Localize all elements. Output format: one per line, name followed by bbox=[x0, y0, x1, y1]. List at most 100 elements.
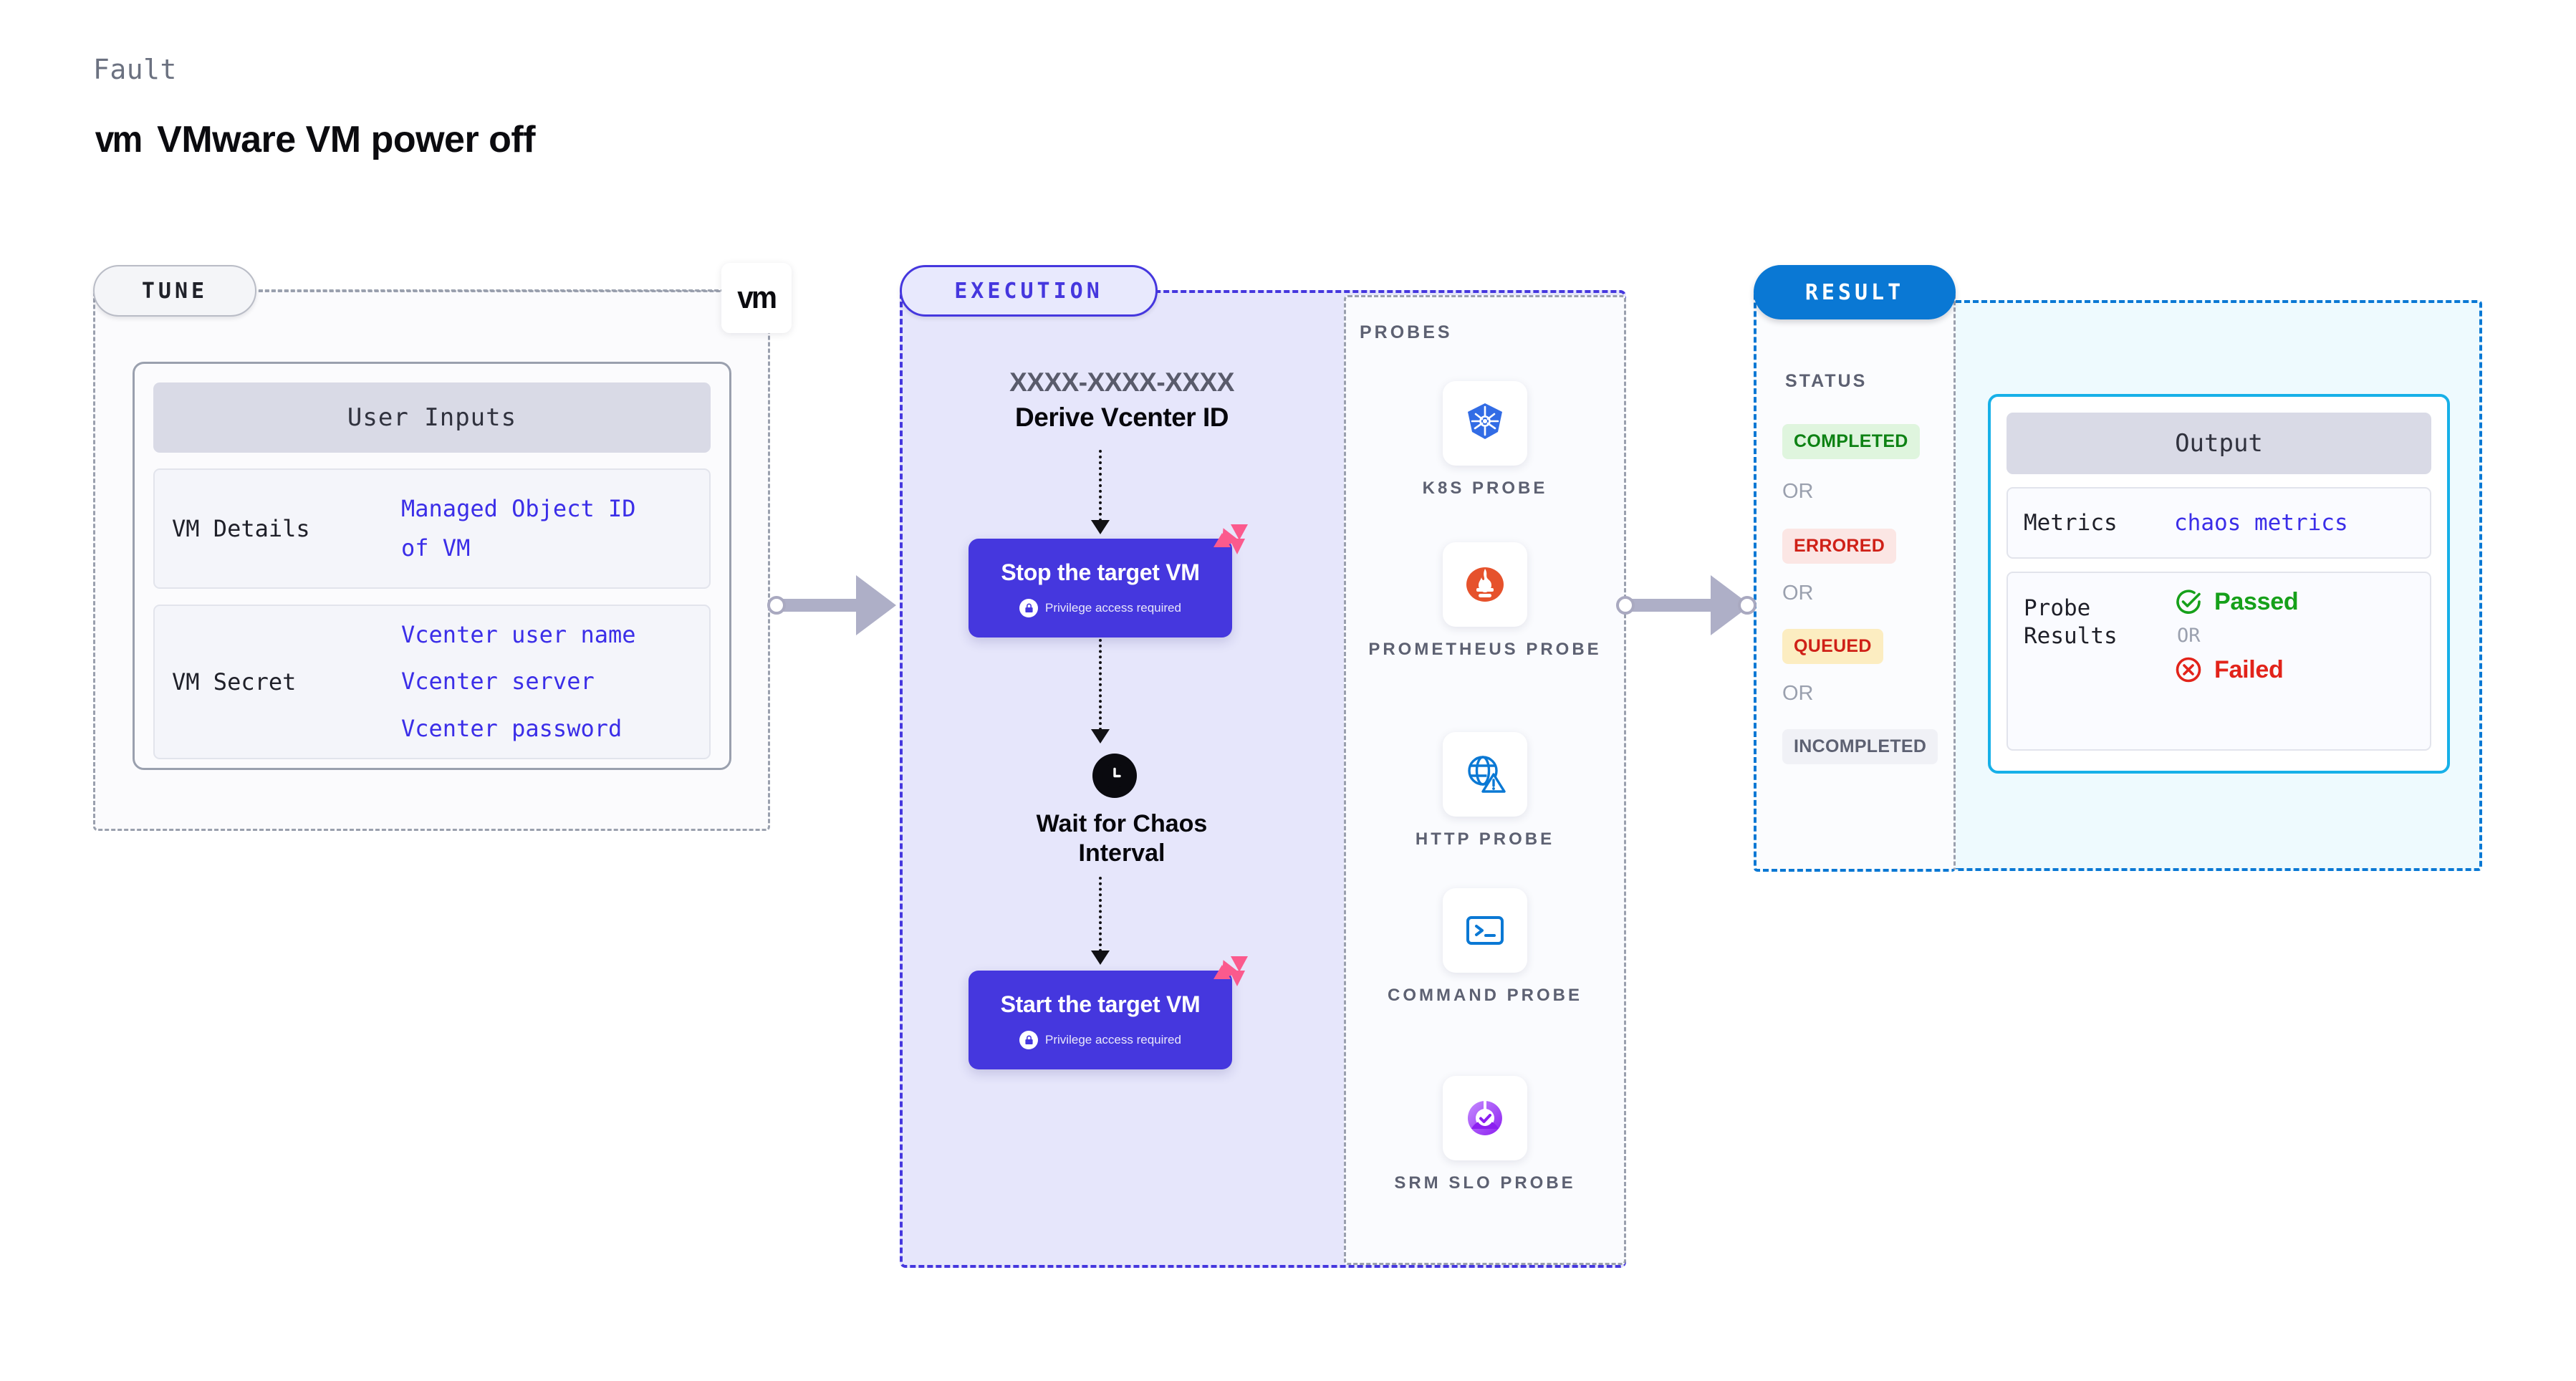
row-label: VM Details bbox=[172, 515, 310, 542]
litmus-chaos-icon bbox=[1213, 956, 1248, 986]
connector-tune-to-execution bbox=[767, 573, 905, 637]
status-badge-completed: COMPLETED bbox=[1782, 424, 1920, 459]
litmus-chaos-icon bbox=[1213, 524, 1248, 554]
page-title: VMware VM power off bbox=[157, 119, 536, 160]
probe-label: K8S PROBE bbox=[1422, 478, 1548, 498]
probe-result-label: Passed bbox=[2214, 587, 2299, 615]
status-badge-incompleted: INCOMPLETED bbox=[1782, 729, 1938, 764]
user-inputs-title: User Inputs bbox=[153, 382, 711, 453]
check-circle-icon bbox=[2176, 590, 2201, 614]
flow-line-1 bbox=[1099, 450, 1102, 521]
step-privilege-note: Privilege access required bbox=[1019, 598, 1181, 617]
probe-icon-tile bbox=[1443, 1076, 1527, 1160]
probe-item-http[interactable]: HTTP PROBE bbox=[1344, 732, 1626, 851]
step-title: Stop the target VM bbox=[1001, 559, 1200, 585]
chaos-step-start-vm[interactable]: Start the target VM Privilege access req… bbox=[969, 956, 1248, 1069]
flow-arrow-2 bbox=[1091, 729, 1110, 744]
probe-item-prometheus[interactable]: PROMETHEUS PROBE bbox=[1344, 542, 1626, 661]
probe-label: SRM SLO PROBE bbox=[1394, 1173, 1576, 1193]
status-or-label: OR bbox=[1782, 682, 1814, 705]
result-status-panel bbox=[1754, 290, 1956, 872]
clock-icon bbox=[1092, 754, 1137, 798]
flow-arrow-3 bbox=[1091, 951, 1110, 965]
row-label: Metrics bbox=[2024, 509, 2118, 536]
execution-badge: EXECUTION bbox=[900, 265, 1158, 317]
connector-endpoint-dot bbox=[767, 596, 786, 615]
wait-label-line2: Interval bbox=[1078, 839, 1166, 867]
user-inputs-card: User Inputs VM Details Managed Object ID… bbox=[133, 362, 731, 770]
vmware-logo-icon: vm bbox=[95, 119, 143, 160]
connector-line bbox=[1626, 599, 1726, 612]
row-values: Managed Object ID of VM bbox=[401, 495, 636, 562]
probes-title: PROBES bbox=[1360, 322, 1453, 342]
connector-endpoint-dot bbox=[1738, 596, 1756, 615]
result-badge: RESULT bbox=[1754, 265, 1956, 319]
terminal-icon bbox=[1466, 916, 1504, 945]
derive-vcenter-id-value: XXXX-XXXX-XXXX bbox=[1009, 367, 1234, 397]
row-label: Probe Results bbox=[2024, 595, 2118, 649]
probe-result-failed: Failed bbox=[2174, 655, 2298, 684]
value-item: Vcenter user name bbox=[401, 621, 636, 649]
vmware-logo-icon: vm bbox=[737, 280, 778, 315]
connector-line bbox=[777, 599, 870, 612]
probe-result-label: Failed bbox=[2214, 655, 2284, 683]
probe-result-passed: Passed bbox=[2174, 587, 2299, 616]
probe-result-or-label: OR bbox=[2177, 625, 2201, 647]
srm-slo-icon bbox=[1467, 1101, 1502, 1135]
probe-item-k8s[interactable]: K8S PROBE bbox=[1344, 381, 1626, 500]
flow-line-3 bbox=[1099, 877, 1102, 952]
status-badge-errored: ERRORED bbox=[1782, 529, 1897, 564]
value-item: Vcenter password bbox=[401, 714, 623, 742]
value-item: of VM bbox=[401, 534, 471, 562]
flow-arrow-1 bbox=[1091, 520, 1110, 534]
lock-icon bbox=[1019, 598, 1039, 617]
probe-icon-tile bbox=[1443, 732, 1527, 817]
privilege-text: Privilege access required bbox=[1045, 600, 1181, 615]
privilege-text: Privilege access required bbox=[1045, 1032, 1181, 1046]
row-values: Vcenter user name Vcenter server Vcenter… bbox=[401, 621, 636, 742]
status-title: STATUS bbox=[1785, 371, 1868, 391]
wait-for-chaos-interval-label: Wait for Chaos Interval bbox=[900, 809, 1344, 868]
wait-label-line1: Wait for Chaos bbox=[1036, 810, 1208, 837]
row-label: VM Secret bbox=[172, 668, 297, 696]
step-title: Start the target VM bbox=[1000, 991, 1201, 1017]
page-eyebrow: Fault bbox=[93, 54, 177, 85]
user-input-row-vm-secret: VM Secret Vcenter user name Vcenter serv… bbox=[153, 605, 711, 759]
status-or-label: OR bbox=[1782, 582, 1814, 605]
x-circle-icon bbox=[2176, 657, 2201, 683]
kubernetes-icon bbox=[1468, 403, 1502, 439]
step-privilege-note: Privilege access required bbox=[1019, 1030, 1181, 1049]
output-title: Output bbox=[2007, 413, 2431, 474]
connector-arrowhead bbox=[856, 575, 896, 635]
lock-icon bbox=[1019, 1030, 1039, 1049]
tune-logo-connector bbox=[252, 289, 725, 292]
page-title-row: vm VMware VM power off bbox=[93, 118, 536, 161]
output-card: Output Metrics chaos metrics Probe Resul… bbox=[1988, 394, 2450, 774]
value-item: Managed Object ID bbox=[401, 494, 636, 522]
status-badge-queued: QUEUED bbox=[1782, 629, 1883, 664]
probe-result-list: Passed OR Failed bbox=[2174, 587, 2299, 684]
http-globe-warning-icon bbox=[1468, 756, 1506, 793]
probe-item-srm-slo[interactable]: SRM SLO PROBE bbox=[1344, 1076, 1626, 1195]
derive-vcenter-id-label: Derive Vcenter ID bbox=[1015, 403, 1229, 432]
value-item: Vcenter server bbox=[401, 668, 595, 696]
probe-icon-tile bbox=[1443, 888, 1527, 973]
user-input-row-vm-details: VM Details Managed Object ID of VM bbox=[153, 468, 711, 589]
tune-badge: TUNE bbox=[93, 265, 256, 317]
probe-icon-tile bbox=[1443, 381, 1527, 466]
probe-label: PROMETHEUS PROBE bbox=[1368, 640, 1602, 659]
output-row-probe-results: Probe Results Passed OR Failed bbox=[2007, 572, 2431, 751]
connector-execution-to-result bbox=[1616, 573, 1761, 637]
probe-label: HTTP PROBE bbox=[1415, 829, 1555, 849]
row-value: chaos metrics bbox=[2174, 510, 2348, 536]
chaos-step-stop-vm[interactable]: Stop the target VM Privilege access requ… bbox=[969, 524, 1248, 637]
probe-icon-tile bbox=[1443, 542, 1527, 627]
probe-item-command[interactable]: COMMAND PROBE bbox=[1344, 888, 1626, 1007]
flow-line-2 bbox=[1099, 639, 1102, 731]
probe-label: COMMAND PROBE bbox=[1388, 986, 1582, 1005]
vmware-target-tile: vm bbox=[721, 263, 792, 333]
status-or-label: OR bbox=[1782, 480, 1814, 503]
prometheus-icon bbox=[1466, 567, 1504, 602]
connector-endpoint-dot bbox=[1616, 596, 1635, 615]
